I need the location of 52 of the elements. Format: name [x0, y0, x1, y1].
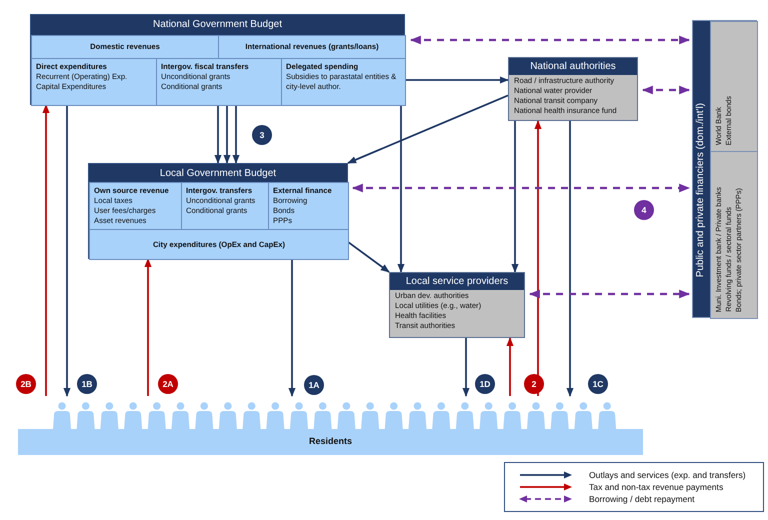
- budget-cell: [281, 58, 406, 106]
- panel-title: National Government Budget: [31, 15, 404, 35]
- arrow: [511, 121, 519, 273]
- legend-label: Borrowing / debt repayment: [589, 493, 695, 505]
- financiers-panel: [692, 20, 757, 318]
- arrow: [405, 76, 509, 84]
- box-title: Local service providers: [390, 273, 524, 290]
- financier-cell: [710, 21, 758, 152]
- panel-title: Local Government Budget: [89, 164, 347, 183]
- dashed-arrow: [528, 290, 690, 298]
- budget-cell: [89, 229, 349, 260]
- arrow: [63, 105, 71, 397]
- arrow: [347, 94, 508, 164]
- entity-box: [389, 272, 525, 338]
- arrow: [42, 104, 50, 396]
- arrow: [462, 338, 470, 397]
- box-title: National authorities: [509, 58, 637, 75]
- arrow: [223, 105, 231, 164]
- arrow: [566, 121, 574, 397]
- budget-cell: [31, 35, 219, 59]
- callout-number: 2: [524, 374, 544, 394]
- callout-number: 2A: [158, 374, 178, 394]
- arrow: [506, 337, 514, 396]
- arrow: [214, 105, 222, 164]
- dashed-arrow: [642, 86, 690, 94]
- arrow: [288, 259, 296, 397]
- callout-number: 1B: [77, 374, 97, 394]
- budget-cell: [218, 35, 406, 59]
- budget-cell: [31, 58, 157, 106]
- entity-box: [508, 57, 638, 121]
- callout-number: 1D: [475, 374, 495, 394]
- budget-cell: [268, 182, 349, 230]
- dashed-arrow: [410, 36, 690, 44]
- arrow: [534, 120, 542, 396]
- arrow: [347, 241, 390, 273]
- residents-label: Residents: [308, 436, 353, 446]
- arrow: [397, 105, 405, 273]
- arrow: [144, 258, 152, 396]
- budget-cell: [89, 182, 182, 230]
- budget-panel: [30, 14, 405, 105]
- dashed-arrow: [352, 184, 690, 192]
- callout-number: 3: [252, 125, 272, 145]
- legend-label: Outlays and services (exp. and transfers): [589, 469, 746, 481]
- callout-number: 1A: [304, 375, 324, 395]
- legend-label: Tax and non-tax revenue payments: [589, 481, 724, 493]
- budget-panel: [88, 163, 348, 259]
- callout-number: 4: [634, 200, 654, 220]
- callout-number: 2B: [16, 374, 36, 394]
- arrow: [232, 105, 240, 164]
- panel-title: Public and private financiers (dom./int'l): [695, 102, 707, 277]
- callout-number: 1C: [588, 374, 608, 394]
- financier-cell: [710, 151, 758, 319]
